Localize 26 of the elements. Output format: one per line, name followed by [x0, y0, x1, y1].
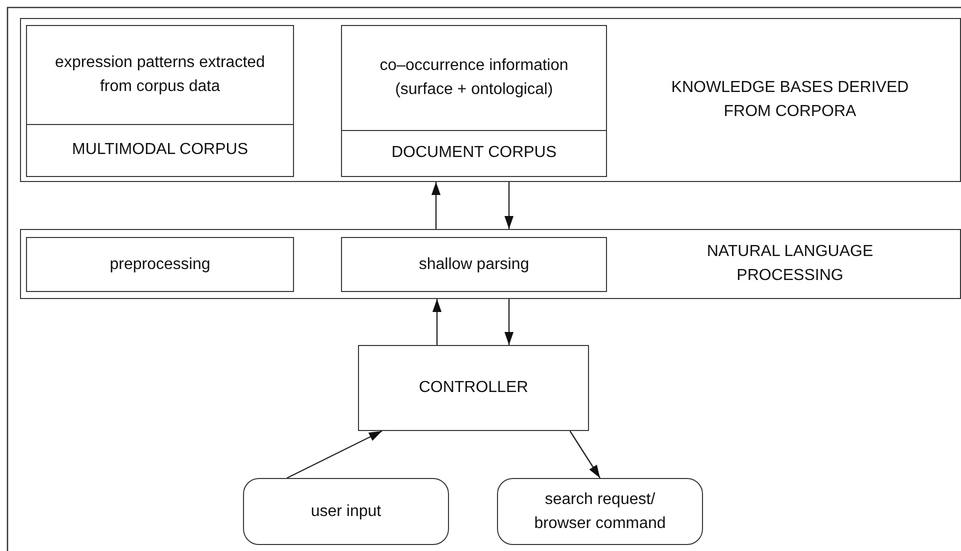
corpus-box	[341, 25, 607, 177]
box-heading: DOCUMENT CORPUS	[342, 130, 606, 175]
rounded-box	[243, 478, 449, 545]
corpus-box	[26, 25, 294, 177]
box-label: CONTROLLER	[418, 378, 530, 398]
box-label: user input	[310, 502, 382, 522]
rounded-box	[497, 478, 703, 545]
box-description: expression patterns extracted from corpus data	[54, 53, 266, 97]
arrow	[570, 430, 600, 478]
box-label: preprocessing	[108, 254, 212, 274]
process-box	[358, 345, 589, 431]
arrow	[286, 430, 382, 479]
box-heading: MULTIMODAL CORPUS	[27, 124, 293, 175]
box-description: co–occurrence information (surface + ontological)	[378, 56, 570, 100]
layer-band	[20, 18, 961, 182]
box-label: shallow parsing	[418, 254, 530, 274]
process-box	[341, 237, 607, 292]
layer-title: KNOWLEDGE BASES DERIVED FROM CORPORA	[670, 78, 910, 122]
arrow	[504, 299, 514, 345]
arrow	[431, 182, 441, 229]
process-box	[26, 237, 294, 292]
box-label: search request/ browser command	[533, 490, 667, 534]
layer-title: NATURAL LANGUAGE PROCESSING	[706, 242, 874, 286]
arrow	[504, 182, 514, 229]
arrow	[432, 299, 442, 345]
layer-band	[20, 229, 961, 299]
